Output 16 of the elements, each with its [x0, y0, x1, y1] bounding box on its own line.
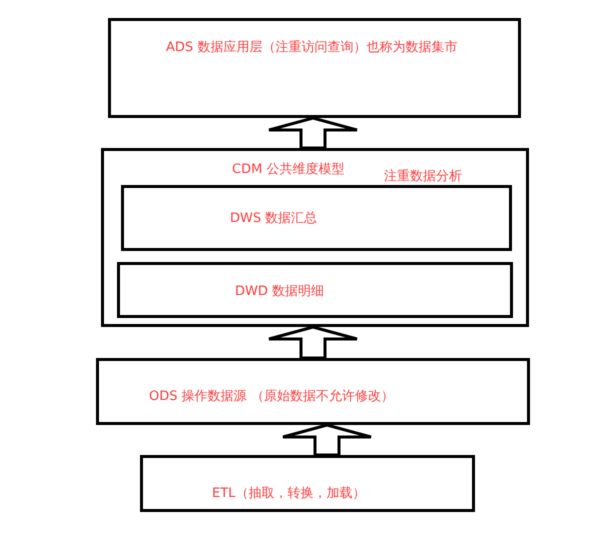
- layer-label: CDM 公共维度模型: [232, 161, 344, 179]
- layer-label: DWD 数据明细: [235, 283, 324, 301]
- layer-box: [121, 185, 512, 251]
- layer-label: 注重数据分析: [384, 168, 462, 186]
- layer-label: ADS 数据应用层（注重访问查询）也称为数据集市: [166, 39, 458, 57]
- layer-label: ODS 操作数据源 （原始数据不允许修改）: [149, 388, 394, 406]
- layer-box: [96, 358, 530, 425]
- layer-box: [140, 455, 475, 512]
- block-arrow: [268, 116, 358, 150]
- block-arrow: [268, 325, 358, 360]
- layer-box: [108, 18, 521, 118]
- block-arrow: [282, 423, 372, 456]
- layer-box: [117, 262, 513, 318]
- layer-box: [101, 148, 529, 327]
- layer-label: DWS 数据汇总: [230, 210, 318, 228]
- layer-label: ETL（抽取，转换，加载）: [212, 485, 366, 503]
